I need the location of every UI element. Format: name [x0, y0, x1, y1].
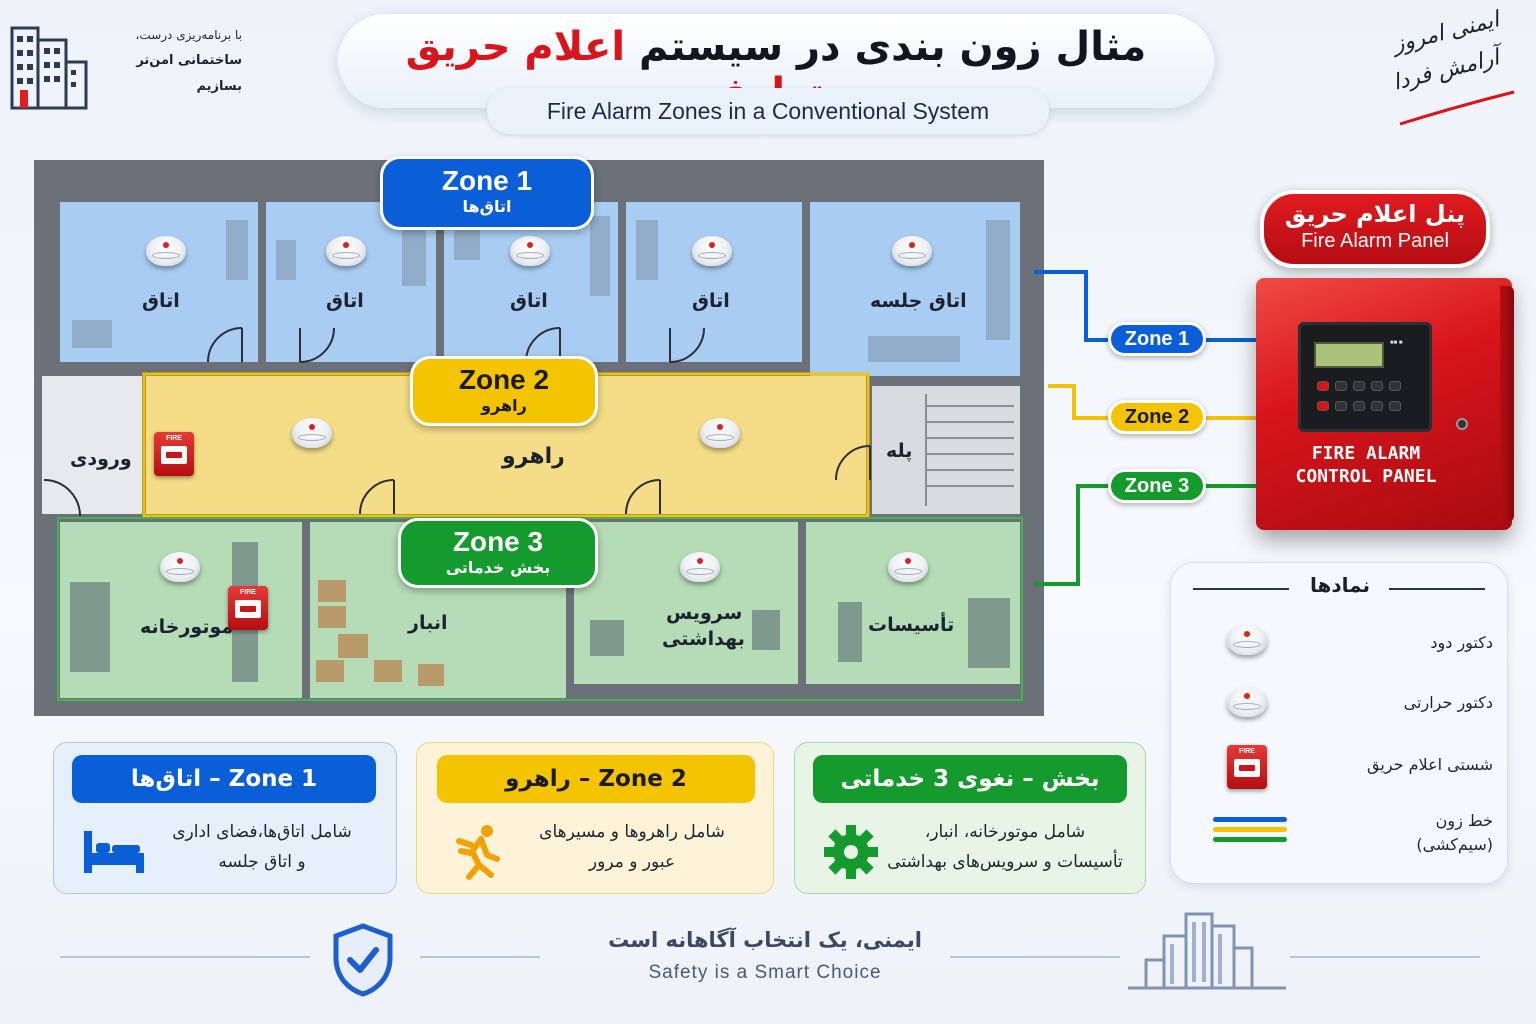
shield-check-icon: [333, 923, 393, 997]
smoke-detector: [698, 416, 742, 456]
footer-divider: [420, 956, 540, 958]
mcp-label: FIRE: [166, 435, 182, 442]
zone2-card-desc: شامل راهروها و مسیرهای عبور و مرور: [507, 817, 757, 877]
footer-slogan-en: Safety is a Smart Choice: [648, 962, 882, 983]
wire-tag-zone2: Zone 2: [1108, 400, 1206, 434]
zone2-tag-fa: راهرو: [481, 396, 527, 415]
zone1-tag: Zone 1 اتاق‌ها: [380, 156, 594, 230]
legend: نمادها دکتور دود دکتور حرارتی FIRE شستی …: [1170, 562, 1508, 884]
heat-detector-icon: [1225, 685, 1269, 725]
running-person-icon: [456, 825, 500, 880]
zone1-tag-en: Zone 1: [441, 165, 533, 196]
room-label-4: اتاق: [692, 290, 730, 312]
room-label-storage: انبار: [408, 612, 448, 634]
zone1-desc-line-1: شامل اتاق‌ها،فضای اداری: [172, 822, 352, 842]
smoke-detector: [890, 234, 934, 274]
footer-divider: [950, 956, 1120, 958]
smoke-detector: [324, 234, 368, 274]
smoke-detector: [678, 550, 722, 590]
title-main: مثال زون بندی در سیستم: [639, 24, 1147, 70]
room-label-wc-2: بهداشتی: [662, 628, 745, 650]
legend-mcp: شستی اعلام حریق: [1367, 755, 1493, 774]
footer-slogan-fa: ایمنی، یک انتخاب آگاهانه است: [608, 928, 922, 952]
zone2-tag: Zone 2 راهرو: [410, 356, 598, 426]
brand-slogan: با برنامه‌ریزی درست، ساختمانی امن‌تر بسا…: [100, 22, 242, 100]
zone2-tag-en: Zone 2: [458, 364, 550, 395]
zone3-card-title: بخش – ﻧﻐﻮﯼ 3 خدماتی: [813, 755, 1127, 803]
legend-mcp-label: FIRE: [1239, 748, 1255, 755]
legend-smoke: دکتور دود: [1430, 633, 1493, 652]
zone2-card-title: Zone 2 – راهرو: [437, 755, 755, 803]
cabinet-label: FIRE ALARM CONTROL PANEL: [1276, 442, 1456, 488]
footer-divider: [60, 956, 310, 958]
fire-alarm-cabinet: ■■ ■ FIRE ALARM CONTROL PANEL: [1256, 278, 1514, 530]
brand-line-2: ساختمانی امن‌تر: [136, 53, 242, 68]
zone3-tag: Zone 3 بخش خدماتی: [398, 518, 598, 588]
city-skyline-icon: [1128, 912, 1286, 990]
footer-divider: [1290, 956, 1480, 958]
panel-title-en: Fire Alarm Panel: [1301, 230, 1449, 252]
wire-tag-zone3: Zone 3: [1108, 469, 1206, 503]
zone1-desc-line-2: و اتاق جلسه: [218, 852, 306, 872]
zone2-card: Zone 2 – راهرو شامل راهروها و مسیرهای عب…: [416, 742, 774, 894]
zone1-card: Zone 1 – اتاق‌ها شامل اتاق‌ها،فضای اداری…: [53, 742, 397, 894]
manual-call-point-icon: FIRE: [1227, 745, 1267, 789]
motto-underline: [1399, 90, 1515, 126]
bed-icon: [84, 831, 144, 873]
zone2-desc-line-2: عبور و مرور: [588, 852, 676, 872]
smoke-detector: [144, 234, 188, 274]
smoke-detector: [690, 234, 734, 274]
building-icon: [10, 26, 88, 110]
gear-icon: [824, 825, 878, 879]
smoke-detector: [886, 550, 930, 590]
manual-call-point: FIRE: [228, 586, 268, 630]
zone3-tag-fa: بخش خدماتی: [445, 558, 551, 577]
cabinet-label-line-2: CONTROL PANEL: [1295, 466, 1437, 487]
page-subtitle: Fire Alarm Zones in a Conventional Syste…: [487, 88, 1049, 134]
smoke-detector: [508, 234, 552, 274]
room-label-entrance: ورودی: [70, 448, 132, 470]
zone1-card-desc: شامل اتاق‌ها،فضای اداری و اتاق جلسه: [144, 817, 380, 877]
brand-line-3: بسازیم: [196, 79, 242, 94]
brand-block: با برنامه‌ریزی درست، ساختمانی امن‌تر بسا…: [8, 14, 243, 114]
room-label-utilities: تأسیسات: [868, 614, 955, 636]
smoke-detector: [158, 550, 202, 590]
zone3-tag-en: Zone 3: [452, 526, 544, 557]
smoke-detector-icon: [1225, 623, 1269, 663]
panel-keypad: ■■ ■: [1298, 322, 1432, 432]
legend-zone-line-2: (سیم‌کشی): [1416, 835, 1493, 854]
cabinet-label-line-1: FIRE ALARM: [1311, 443, 1421, 464]
room-label-meeting: اتاق جلسه: [870, 290, 967, 312]
room-label-2: اتاق: [326, 290, 364, 312]
lock-icon: [1456, 418, 1468, 430]
panel-title-fa: پنل اعلام حریق: [1284, 200, 1466, 228]
legend-title: نمادها: [1309, 573, 1371, 597]
room-label-3: اتاق: [510, 290, 548, 312]
zone3-card: بخش – ﻧﻐﻮﯼ 3 خدماتی شامل موتورخانه، انبا…: [794, 742, 1146, 894]
legend-zone-line-1: خط زون: [1435, 811, 1493, 830]
smoke-detector: [290, 416, 334, 456]
room-label-wc-1: سرویس: [666, 602, 743, 624]
zone-line-icon: [1213, 817, 1287, 847]
room-label-1: اتاق: [142, 290, 180, 312]
legend-heat: دکتور حرارتی: [1403, 693, 1493, 712]
zone3-card-desc: شامل موتورخانه، انبار، تأسیسات و سرویس‌ه…: [875, 817, 1135, 877]
mcp-label: FIRE: [240, 589, 256, 596]
fire-panel-heading: پنل اعلام حریق Fire Alarm Panel: [1260, 190, 1490, 268]
room-label-stairs: پله: [886, 440, 913, 462]
zone1-tag-fa: اتاق‌ها: [462, 197, 512, 216]
room-label-boiler: موتورخانه: [140, 616, 234, 638]
zone2-desc-line-1: شامل راهروها و مسیرهای: [539, 822, 725, 842]
panel-lcd: [1314, 342, 1384, 368]
zone3-desc-line-2: تأسیسات و سرویس‌های بهداشتی: [887, 852, 1123, 872]
zone1-card-title: Zone 1 – اتاق‌ها: [72, 755, 376, 803]
wire-tag-zone1: Zone 1: [1108, 322, 1206, 356]
zone3-desc-line-1: شامل موتورخانه، انبار،: [924, 822, 1086, 842]
floor-plan: اتاق اتاق اتاق اتاق اتاق جلسه ورودی راهر…: [30, 150, 1048, 720]
room-label-corridor: راهرو: [502, 444, 565, 469]
brand-line-1: با برنامه‌ریزی درست،: [135, 28, 242, 42]
manual-call-point: FIRE: [154, 432, 194, 476]
